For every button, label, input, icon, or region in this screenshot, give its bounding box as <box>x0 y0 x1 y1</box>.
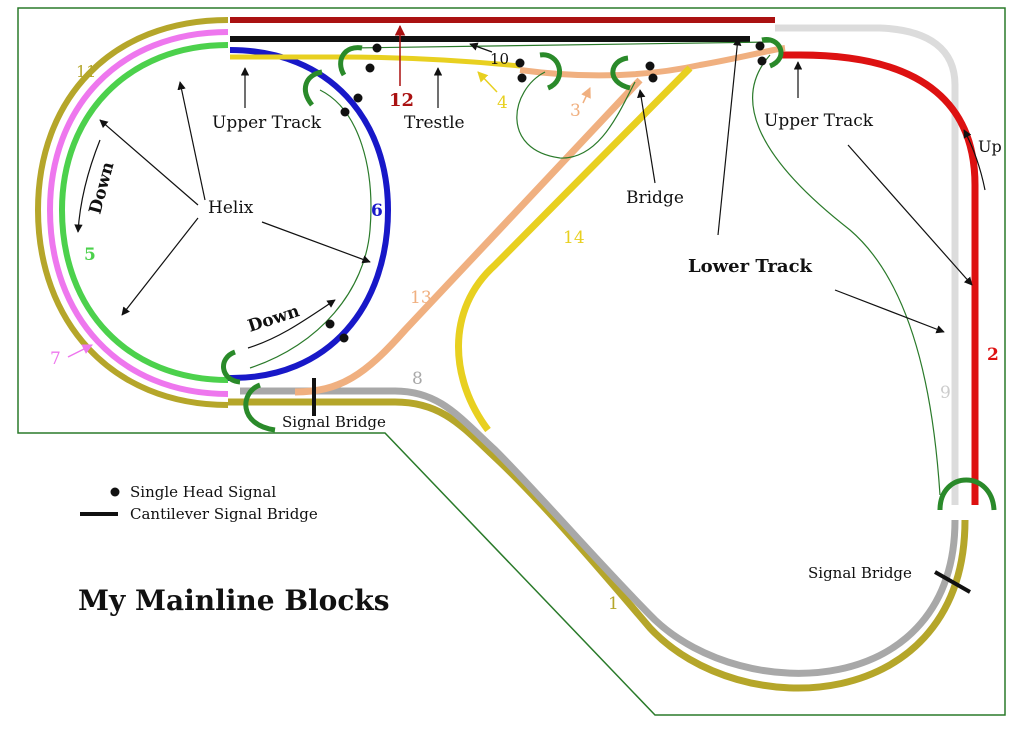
track-block-9 <box>775 24 959 505</box>
single-head-signal <box>339 333 349 343</box>
block-number-14: 14 <box>563 228 585 248</box>
track-block-5 <box>58 42 229 383</box>
block-number-3: 3 <box>570 101 581 121</box>
arrow-lower-track-2 <box>834 289 945 334</box>
track-block-8 <box>240 387 959 677</box>
arrow-10 <box>469 42 493 53</box>
block-boundary-marker <box>243 382 276 433</box>
block-boundary-marker <box>539 52 562 91</box>
block-number-7: 7 <box>50 349 61 369</box>
wire-helix <box>249 89 372 369</box>
block-boundary-marker <box>338 45 363 77</box>
block-number-6: 6 <box>371 201 383 221</box>
track-block-4 <box>230 54 521 69</box>
block-number-5: 5 <box>84 245 96 265</box>
arrow-up <box>963 129 986 191</box>
block-number-8: 8 <box>412 369 423 389</box>
legend: Single Head Signal Cantilever Signal Bri… <box>80 483 318 523</box>
arrow-4 <box>477 71 498 93</box>
pointer-arrows <box>74 37 986 349</box>
single-head-signal <box>755 41 765 51</box>
benchwork-outline <box>17 7 1006 716</box>
label-signal-bridge-left: Signal Bridge <box>282 413 386 431</box>
label-up: Up <box>978 137 1002 156</box>
block-boundary-marker <box>937 477 997 511</box>
legend-cantilever-signal-bridge: Cantilever Signal Bridge <box>130 505 318 523</box>
block-number-4: 4 <box>497 93 508 113</box>
arrow-helix-3 <box>121 217 199 316</box>
track-block-14 <box>455 65 693 433</box>
arrow-helix-4 <box>261 221 371 264</box>
diagram-title: My Mainline Blocks <box>78 584 390 617</box>
arrow-helix-1 <box>177 81 206 201</box>
block-number-11: 11 <box>76 62 96 81</box>
label-bridge: Bridge <box>626 188 684 208</box>
track-block-2 <box>780 51 979 505</box>
block-boundary-marker <box>221 349 241 385</box>
single-head-signal <box>365 63 375 73</box>
arrow-down-left <box>74 139 101 233</box>
single-head-signal <box>353 93 363 103</box>
arrow-3 <box>581 87 591 104</box>
block-number-13: 13 <box>410 288 432 308</box>
single-head-signal <box>648 73 658 83</box>
track-block-1 <box>228 398 969 692</box>
label-upper-track-left: Upper Track <box>212 113 322 133</box>
block-number-1: 1 <box>608 594 619 614</box>
arrow-down-bottom <box>247 299 336 349</box>
label-upper-track-right: Upper Track <box>764 111 874 131</box>
block-number-2: 2 <box>987 345 999 365</box>
single-head-signal <box>372 43 382 53</box>
signals <box>325 41 767 343</box>
single-head-signal <box>325 319 335 329</box>
arrow-helix-2 <box>99 119 199 206</box>
legend-signal-dot <box>110 487 120 497</box>
wire-bridge-loop <box>516 71 636 159</box>
block-boundary-marker <box>761 37 784 69</box>
track-block-11 <box>34 17 229 408</box>
block-boundary-marker <box>610 55 631 91</box>
track-block-13 <box>294 77 643 396</box>
legend-single-head-signal: Single Head Signal <box>130 483 276 501</box>
label-lower-track: Lower Track <box>688 256 813 277</box>
single-head-signal <box>515 58 525 68</box>
arrow-upper-track-right-2 <box>847 144 973 286</box>
single-head-signal <box>645 61 655 71</box>
single-head-signal <box>340 107 350 117</box>
track-block-7 <box>46 29 229 397</box>
arrow-lower-track-1 <box>717 37 742 236</box>
label-signal-bridge-right: Signal Bridge <box>808 564 912 582</box>
block-number-10: 10 <box>490 50 509 68</box>
track-block-6 <box>227 47 392 382</box>
label-down-bottom: Down <box>245 301 302 336</box>
single-head-signal <box>517 73 527 83</box>
arrow-bridge <box>637 89 656 184</box>
block-number-9: 9 <box>940 383 951 403</box>
label-helix: Helix <box>208 198 254 218</box>
block-boundary-marker <box>302 69 323 107</box>
single-head-signal <box>757 56 767 66</box>
cantilever-signal-bridge-right <box>934 570 971 594</box>
block-number-12: 12 <box>389 90 414 111</box>
wire-top <box>349 41 771 49</box>
label-trestle: Trestle <box>404 113 465 133</box>
arrow-7 <box>67 344 93 358</box>
wire-right-loop <box>752 54 941 496</box>
